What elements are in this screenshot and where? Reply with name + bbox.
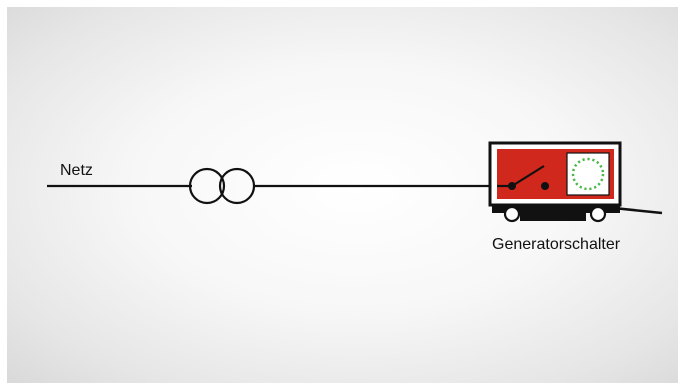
breaker-wheel-left [503,205,521,223]
breaker-wheel-right [589,205,607,223]
generator-breaker-label: Generatorschalter [492,236,621,253]
transformer-symbol [188,167,256,205]
switch-fixed-contact [541,182,549,190]
grid-label: Netz [60,162,93,179]
transformer-secondary-winding [218,167,256,205]
generator-breaker-unit [488,141,663,223]
breaker-tow-bar [603,205,663,215]
switch-blade [511,165,545,187]
breaker-indicator-ring [571,157,605,191]
transformer-primary-winding [188,167,226,205]
breaker-trolley-block [520,207,586,221]
